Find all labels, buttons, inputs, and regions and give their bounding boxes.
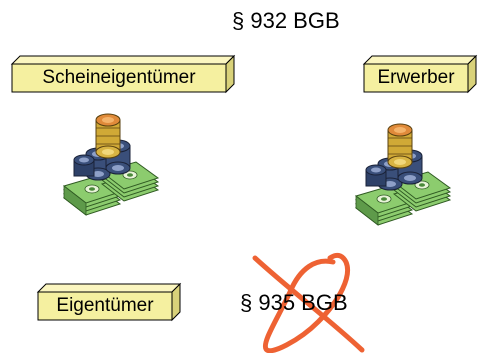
box-scheineigentuemer <box>10 54 236 94</box>
money-pile-icon <box>356 124 450 225</box>
heading-paragraph: § 932 BGB <box>232 8 340 33</box>
strike-cross <box>252 252 365 353</box>
label-erwerber: Erwerber <box>377 67 455 88</box>
label-scheineigentuemer: Scheineigentümer <box>42 67 196 88</box>
money-pile-icon <box>64 114 158 215</box>
box-erwerber <box>362 54 478 94</box>
crossed-paragraph: § 935 BGB <box>240 290 348 315</box>
label-eigentuemer: Eigentümer <box>56 295 154 316</box>
box-eigentuemer <box>36 282 182 322</box>
